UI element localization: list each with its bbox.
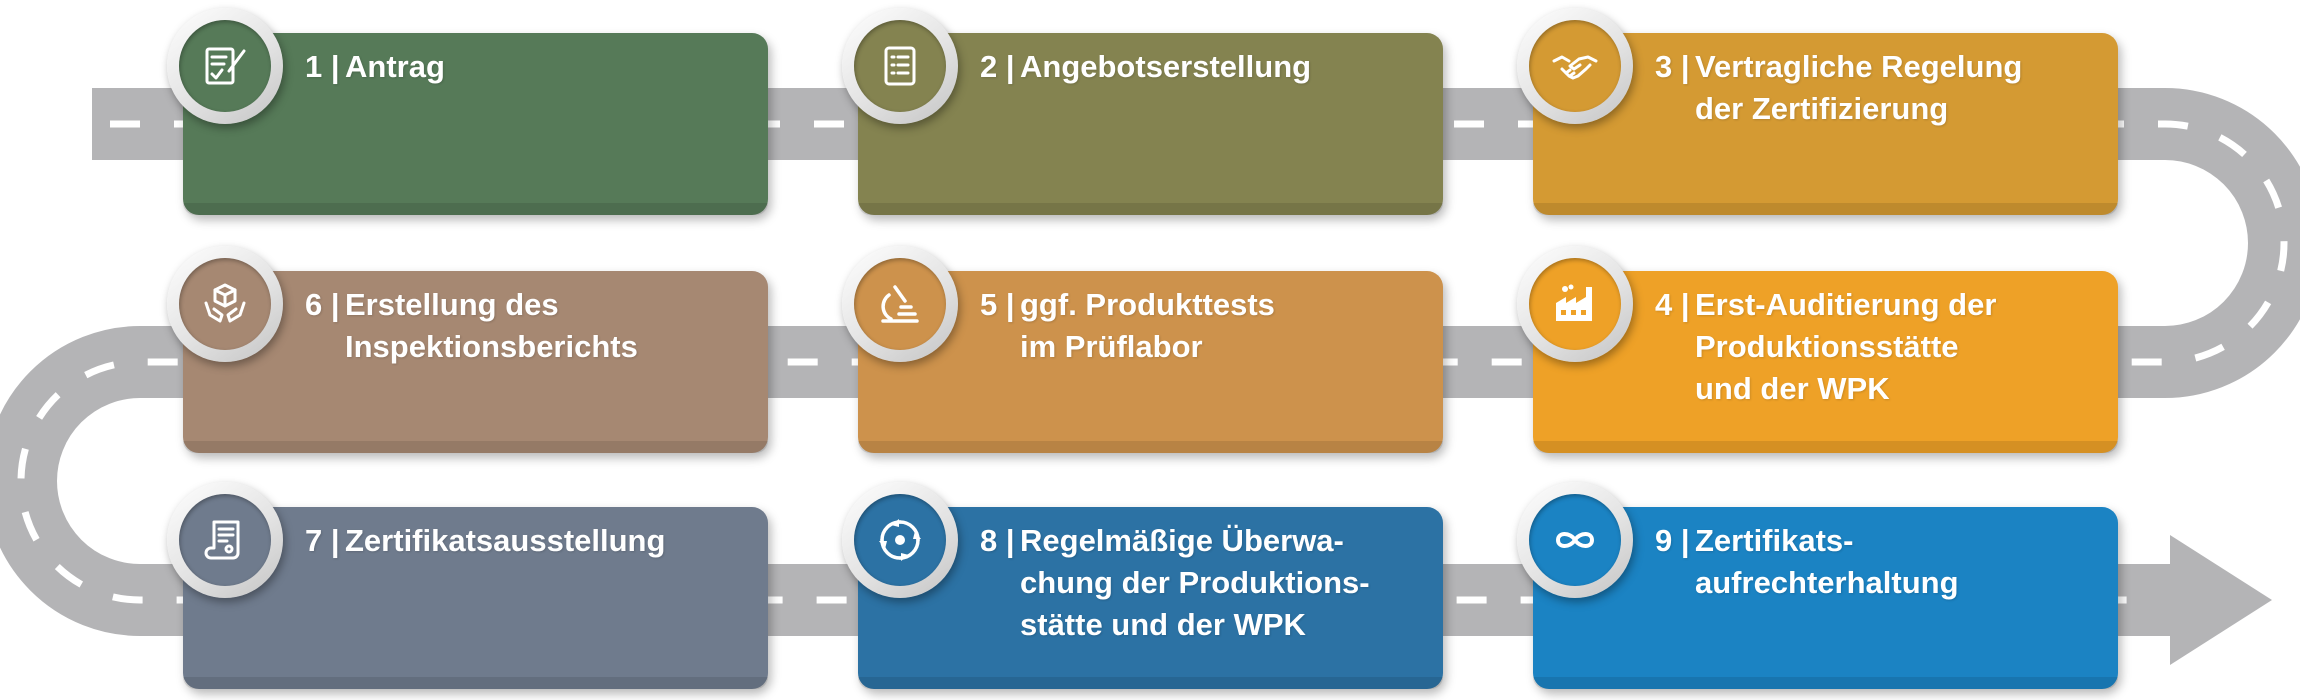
infinity-icon <box>1555 532 1595 548</box>
step-label: stätte und der WPK <box>1020 607 1306 642</box>
step-label: Angebotserstellung <box>1020 49 1312 84</box>
step-badge-4 <box>1517 246 1633 362</box>
step-title-5: 5 |ggf. Produkttests im Prüflabor <box>980 284 1275 368</box>
step-number: 1 | <box>305 49 340 84</box>
step-label: aufrechterhaltung <box>1695 565 1959 600</box>
step-number: 9 | <box>1655 523 1690 558</box>
step-number: 3 | <box>1655 49 1690 84</box>
step-label: und der WPK <box>1695 371 1890 406</box>
step-label: Regelmäßige Überwa- <box>1020 523 1344 558</box>
step-title-2: 2 |Angebotserstellung <box>980 46 1311 88</box>
step-title-7: 7 |Zertifikatsausstellung <box>305 520 665 562</box>
step-title-8: 8 |Regelmäßige Überwa- chung der Produkt… <box>980 520 1370 646</box>
step-badge-7 <box>167 482 283 598</box>
step-label: Produktionsstätte <box>1695 329 1959 364</box>
step-label: Inspektionsberichts <box>345 329 638 364</box>
step-label: Zertifikats- <box>1695 523 1854 558</box>
step-title-4: 4 |Erst-Auditierung der Produktionsstätt… <box>1655 284 1996 410</box>
step-number: 6 | <box>305 287 340 322</box>
step-badge-6 <box>167 246 283 362</box>
step-badge-5 <box>842 246 958 362</box>
step-number: 2 | <box>980 49 1015 84</box>
microscope-icon <box>881 285 919 323</box>
list-document-icon <box>884 46 916 86</box>
step-badge-2 <box>842 8 958 124</box>
step-label: Erstellung des <box>345 287 559 322</box>
step-number: 7 | <box>305 523 340 558</box>
step-label: der Zertifizierung <box>1695 91 1949 126</box>
step-title-1: 1 |Antrag <box>305 46 445 88</box>
step-label: Vertragliche Regelung <box>1695 49 2023 84</box>
cycle-arrows-icon <box>879 519 921 561</box>
handshake-icon <box>1552 55 1598 80</box>
step-title-3: 3 |Vertragliche Regelung der Zertifizier… <box>1655 46 2022 130</box>
step-label: ggf. Produkttests <box>1020 287 1275 322</box>
step-number: 4 | <box>1655 287 1690 322</box>
road-arrow-head <box>2170 535 2272 665</box>
step-label: Antrag <box>345 49 445 84</box>
step-title-6: 6 |Erstellung des Inspektionsberichts <box>305 284 638 368</box>
factory-icon <box>1556 284 1592 321</box>
step-label: im Prüflabor <box>1020 329 1203 364</box>
step-badge-9 <box>1517 482 1633 598</box>
step-badge-8 <box>842 482 958 598</box>
certificate-scroll-icon <box>204 520 240 560</box>
step-number: 5 | <box>980 287 1015 322</box>
document-edit-icon <box>205 47 246 85</box>
step-badge-3 <box>1517 8 1633 124</box>
step-label: Erst-Auditierung der <box>1695 287 1997 322</box>
step-title-9: 9 |Zertifikats- aufrechterhaltung <box>1655 520 1959 604</box>
step-label: chung der Produktions- <box>1020 565 1370 600</box>
step-label: Zertifikatsausstellung <box>345 523 666 558</box>
step-number: 8 | <box>980 523 1015 558</box>
hands-box-icon <box>204 283 246 323</box>
step-badge-1 <box>167 8 283 124</box>
